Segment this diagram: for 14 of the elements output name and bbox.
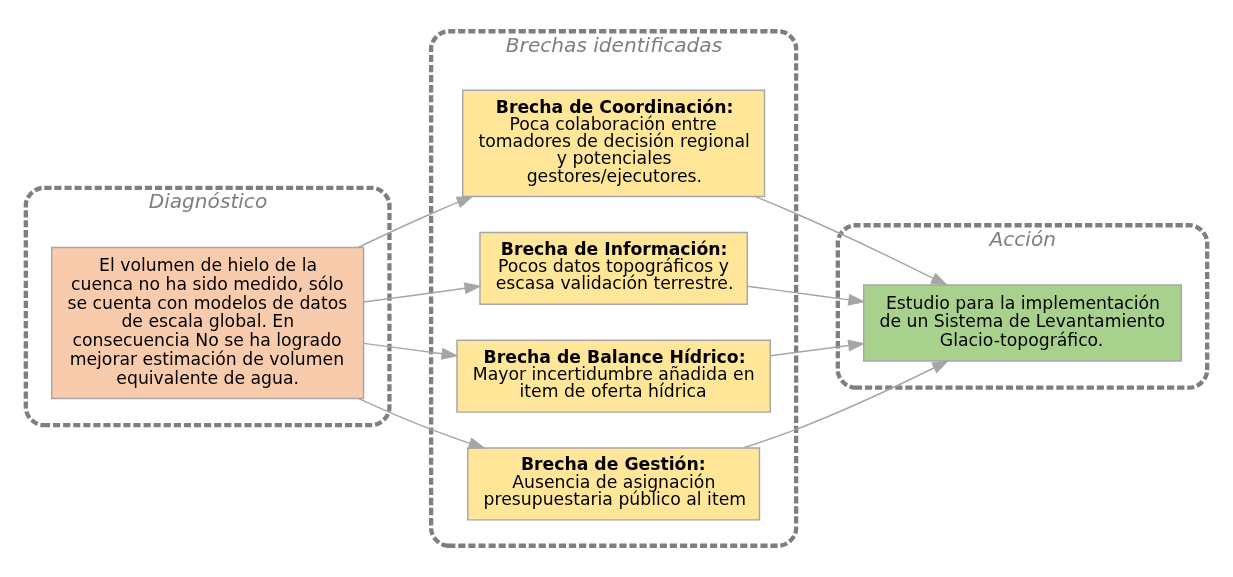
- node-box: Brecha de Balance Hídrico: Mayor incertidumbre añadida en item de oferta hídrica: [456, 339, 771, 413]
- node-box: Brecha de Gestión: Ausencia de asignación presupuestaria público al item: [467, 447, 761, 521]
- arrow: [754, 195, 949, 286]
- arrow: [742, 360, 950, 449]
- arrow: [363, 342, 459, 360]
- arrow: [769, 339, 866, 357]
- arrow: [363, 282, 482, 303]
- node-box: El volumen de hielo de la cuenca no ha sido medido, sólo se cuenta con modelos de datos de escala global. En consecuencia No se ha logrado mejorar estimación de volumen equivalente de agua.: [50, 246, 365, 400]
- arrow: [746, 285, 866, 306]
- arrow: [357, 195, 474, 249]
- node-box: Brecha de Coordinación: Poca colaboración entre tomadores de decisión regional y potenciales gestores/ejecutores.: [462, 89, 766, 198]
- arrow: [358, 397, 486, 449]
- node-box: Brecha de Información: Pocos datos topográficos y escasa validación terrestre.: [479, 231, 748, 306]
- node-box: Estudio para la implementación de un Sistema de Levantamiento Glacio-topográfico.: [862, 284, 1183, 362]
